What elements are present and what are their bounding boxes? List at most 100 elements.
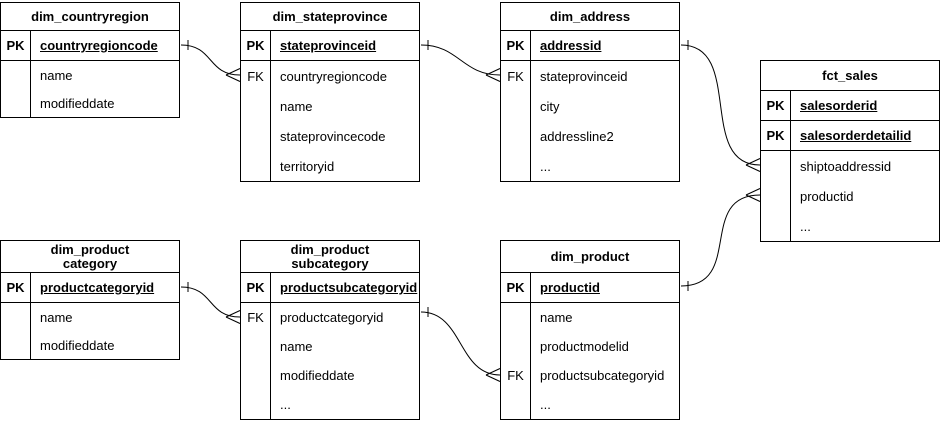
key-label: FK xyxy=(241,61,271,91)
key-label: PK xyxy=(1,273,31,302)
table-row: PK productcategoryid xyxy=(1,273,179,303)
table-row: ... xyxy=(761,211,939,241)
field-name: modifieddate xyxy=(40,95,115,111)
entity-dim_productsubcategory[interactable]: dim_product subcategory PK productsubcat… xyxy=(240,240,420,420)
relationship-address-sales[interactable] xyxy=(680,40,761,172)
field-name: ... xyxy=(280,397,291,412)
field-name: stateprovinceid xyxy=(280,38,377,53)
field-name: countryregioncode xyxy=(280,68,387,84)
field-name: productid xyxy=(800,188,854,204)
table-row: ... xyxy=(501,151,679,181)
key-label xyxy=(761,151,791,181)
field-name: ... xyxy=(540,158,551,174)
field-name: productcategoryid xyxy=(40,280,155,295)
field-name: addressline2 xyxy=(540,128,614,144)
key-label: PK xyxy=(241,273,271,302)
field-name: name xyxy=(280,339,313,354)
table-row: FK productcategoryid xyxy=(241,303,419,332)
key-label xyxy=(1,89,31,117)
relationship-line[interactable] xyxy=(680,194,761,287)
table-row: PK stateprovinceid xyxy=(241,31,419,61)
key-label xyxy=(761,181,791,211)
table-row: ... xyxy=(241,390,419,419)
many-cardinality-marker xyxy=(745,188,761,202)
key-label xyxy=(501,303,531,332)
key-label xyxy=(501,390,531,419)
field-name: productmodelid xyxy=(540,339,629,354)
field-name: name xyxy=(40,309,73,325)
key-label xyxy=(501,332,531,361)
relationship-line[interactable] xyxy=(420,311,501,376)
key-label xyxy=(241,361,271,390)
table-row: modifieddate xyxy=(1,331,179,359)
field-name: salesorderid xyxy=(800,98,878,113)
relationship-line[interactable] xyxy=(180,44,241,76)
relationship-subcategory-product[interactable] xyxy=(420,307,501,382)
relationship-stateprovince-address[interactable] xyxy=(420,40,501,82)
table-row: FK productsubcategoryid xyxy=(501,361,679,390)
entity-title: dim_product subcategory xyxy=(241,241,419,273)
table-row: modifieddate xyxy=(241,361,419,390)
key-label: PK xyxy=(241,31,271,60)
table-row: name xyxy=(501,303,679,332)
entity-title: dim_product category xyxy=(1,241,179,273)
entity-dim_productcategory[interactable]: dim_product category PK productcategoryi… xyxy=(0,240,180,360)
relationship-line[interactable] xyxy=(420,44,501,76)
field-name: territoryid xyxy=(280,158,335,174)
table-row: name xyxy=(241,332,419,361)
entity-dim_countryregion[interactable]: dim_countryregion PK countryregioncode n… xyxy=(0,2,180,118)
field-name: modifieddate xyxy=(40,337,115,353)
many-cardinality-marker xyxy=(225,68,241,82)
table-row: name xyxy=(241,91,419,121)
field-name: shiptoaddressid xyxy=(800,158,892,174)
field-name: name xyxy=(280,98,313,114)
entity-fct_sales[interactable]: fct_sales PK salesorderid PK salesorderd… xyxy=(760,60,940,242)
field-name: addressid xyxy=(540,38,602,53)
key-label: FK xyxy=(501,61,531,91)
table-row: PK salesorderid xyxy=(761,91,939,121)
entity-dim_address[interactable]: dim_address PK addressid FK stateprovinc… xyxy=(500,2,680,182)
table-row: ... xyxy=(501,390,679,419)
key-label: PK xyxy=(501,31,531,60)
field-name: ... xyxy=(800,218,811,234)
table-row: territoryid xyxy=(241,151,419,181)
table-row: PK productsubcategoryid xyxy=(241,273,419,303)
relationship-line[interactable] xyxy=(680,44,761,166)
field-name: countryregioncode xyxy=(40,38,158,53)
entity-dim_stateprovince[interactable]: dim_stateprovince PK stateprovinceid FK … xyxy=(240,2,420,182)
field-name: salesorderdetailid xyxy=(800,128,912,143)
field-name: productsubcategoryid xyxy=(540,368,665,383)
key-label: FK xyxy=(501,361,531,390)
key-label: PK xyxy=(501,273,531,302)
key-label xyxy=(1,303,31,331)
table-row: shiptoaddressid xyxy=(761,151,939,181)
field-name: productcategoryid xyxy=(280,310,384,325)
table-row: modifieddate xyxy=(1,89,179,117)
relationship-product-sales[interactable] xyxy=(680,188,761,292)
table-row: PK salesorderdetailid xyxy=(761,121,939,151)
field-name: ... xyxy=(540,397,551,412)
entity-title: fct_sales xyxy=(761,61,939,91)
relationship-line[interactable] xyxy=(180,286,241,318)
table-row: productmodelid xyxy=(501,332,679,361)
field-name: stateprovincecode xyxy=(280,128,386,144)
relationship-category-subcategory[interactable] xyxy=(180,282,241,324)
table-row: addressline2 xyxy=(501,121,679,151)
entity-dim_product[interactable]: dim_product PK productid name productmod… xyxy=(500,240,680,420)
table-row: city xyxy=(501,91,679,121)
field-name: name xyxy=(540,310,573,325)
key-label: FK xyxy=(241,303,271,332)
field-name: productsubcategoryid xyxy=(280,280,418,295)
key-label xyxy=(501,91,531,121)
table-row: PK countryregioncode xyxy=(1,31,179,61)
key-label xyxy=(241,121,271,151)
entity-title: dim_address xyxy=(501,3,679,31)
many-cardinality-marker xyxy=(225,310,241,324)
field-name: name xyxy=(40,67,73,83)
key-label xyxy=(761,211,791,241)
field-name: modifieddate xyxy=(280,368,355,383)
table-row: name xyxy=(1,61,179,89)
relationship-countryregion-stateprovince[interactable] xyxy=(180,40,241,82)
